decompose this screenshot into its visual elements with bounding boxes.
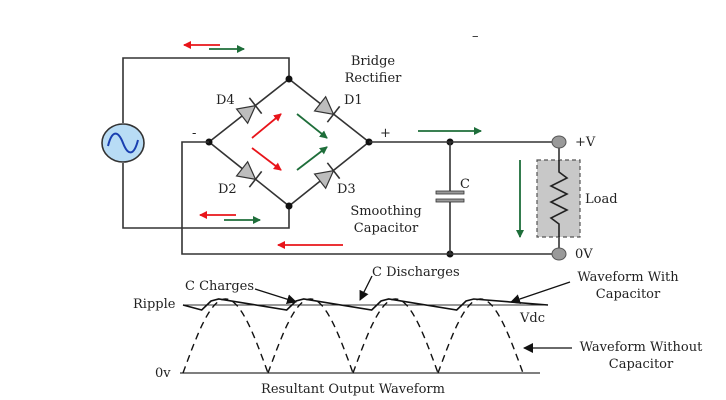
label-zero: 0v xyxy=(155,366,171,381)
unfiltered-waveform xyxy=(182,298,524,374)
green-arrow-d1 xyxy=(296,113,328,139)
load-resistor-icon xyxy=(536,142,581,254)
terminal-negative xyxy=(551,247,567,261)
label-plus: + xyxy=(380,126,391,141)
stray-mark: – xyxy=(472,29,479,44)
bridge-title-line2: Rectifier xyxy=(345,71,403,86)
label-minus: - xyxy=(192,126,196,141)
label-c-discharges: C Discharges xyxy=(372,265,460,280)
label-with-cap-1: Waveform With xyxy=(577,270,679,285)
label-capacitor: C xyxy=(460,177,470,192)
smoothing-line1: Smoothing xyxy=(350,204,421,219)
waveform-title: Resultant Output Waveform xyxy=(261,382,445,397)
source-loop-wires xyxy=(122,57,290,229)
green-arrow-d3 xyxy=(296,146,328,171)
terminal-positive xyxy=(551,135,567,149)
filtered-waveform xyxy=(182,298,549,311)
c-charges-arrow xyxy=(254,288,297,305)
capacitor-icon xyxy=(435,190,465,203)
current-arrows xyxy=(183,41,524,249)
label-d2: D2 xyxy=(218,182,237,197)
label-without-cap-2: Capacitor xyxy=(609,357,674,372)
label-c-charges: C Charges xyxy=(185,279,254,294)
output-wires xyxy=(181,141,552,255)
label-terminal-positive: +V xyxy=(575,135,596,150)
label-load: Load xyxy=(585,192,618,207)
diode-d2-icon xyxy=(235,160,263,188)
label-without-cap-1: Waveform Without xyxy=(580,340,703,355)
label-d1: D1 xyxy=(344,93,363,108)
diode-d4-icon xyxy=(235,97,263,125)
half-wave-arch xyxy=(267,298,354,374)
waveform-plot xyxy=(180,298,549,374)
bridge-title-line1: Bridge xyxy=(351,54,396,69)
ac-source-icon xyxy=(101,123,145,163)
smoothing-line2: Capacitor xyxy=(354,221,419,236)
half-wave-arch xyxy=(352,298,439,374)
label-vdc: Vdc xyxy=(519,311,545,326)
red-arrow-d2 xyxy=(251,147,282,171)
with-cap-arrow xyxy=(510,281,571,304)
label-d4: D4 xyxy=(216,93,235,108)
label-ripple: Ripple xyxy=(133,297,176,312)
label-d3: D3 xyxy=(337,182,356,197)
half-wave-arch xyxy=(182,298,269,374)
diode-d3-icon xyxy=(313,162,341,190)
c-discharges-arrow xyxy=(359,275,373,301)
label-with-cap-2: Capacitor xyxy=(596,287,661,302)
red-arrow-d4 xyxy=(251,113,282,139)
label-terminal-negative: 0V xyxy=(575,247,593,262)
half-wave-arch xyxy=(437,298,524,374)
diode-d1-icon xyxy=(313,95,341,123)
